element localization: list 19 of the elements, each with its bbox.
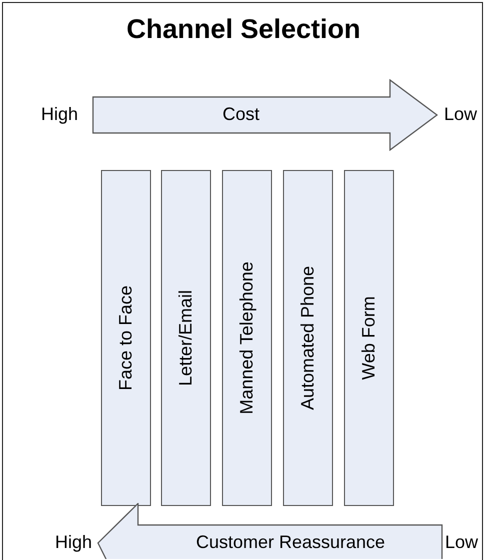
arrow-label: Customer Reassurance [196,532,386,553]
channel-label: Automated Phone [298,266,318,410]
diagram-title: Channel Selection [125,14,362,45]
scale-label: Low [444,104,478,125]
channel-label: Manned Telephone [236,262,258,414]
channel-label: Web Form [358,296,380,380]
scale-label: High [41,104,78,125]
block-arrow [97,503,443,559]
channel-label: Face to Face [116,285,136,391]
arrow-label: Cost [222,104,260,125]
scale-label: High [55,532,92,553]
channel-bar [283,170,333,506]
channel-bar [161,170,211,506]
channel-bar [101,170,151,506]
block-arrow [92,79,438,151]
channel-bar [222,170,272,506]
scale-label: Low [445,532,478,553]
channel-label: Letter/Email [176,290,196,386]
channel-bar [344,170,394,506]
